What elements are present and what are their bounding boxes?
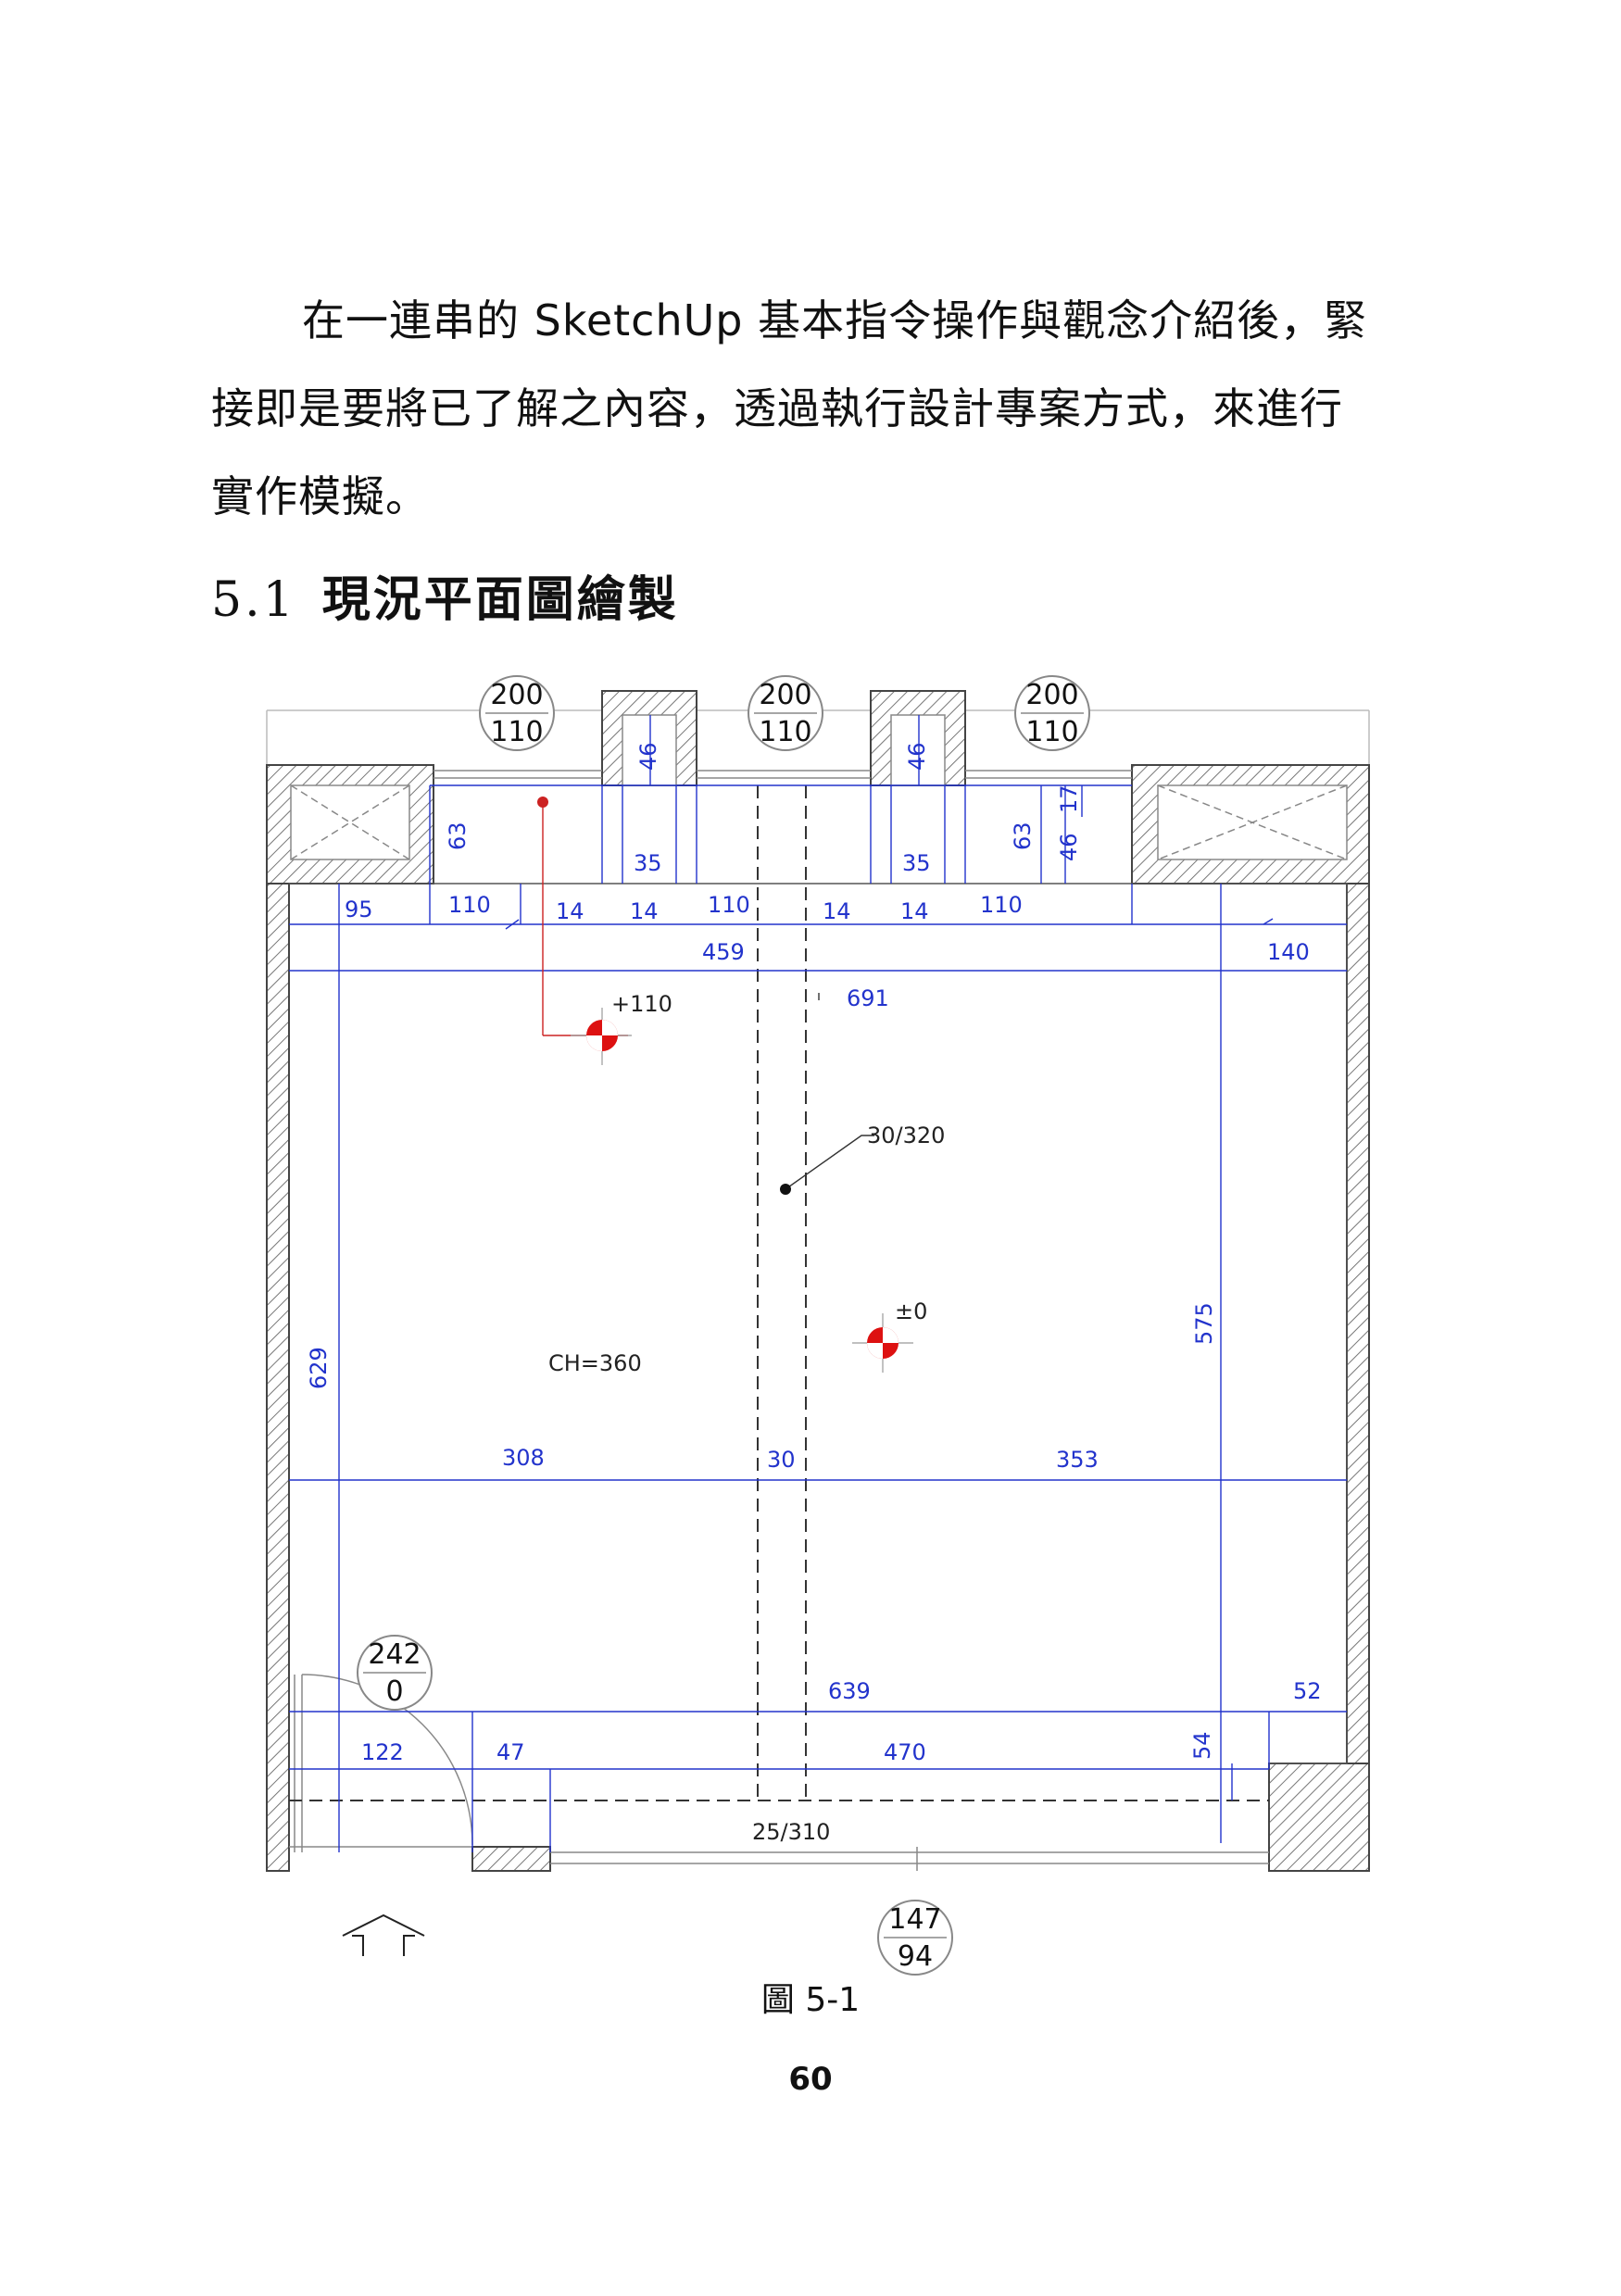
dimension-lines <box>289 715 1347 1852</box>
level-marker-0: ±0 <box>852 1299 927 1373</box>
duct-shafts <box>290 784 1348 860</box>
level-label-110: +110 <box>611 991 672 1017</box>
elevation-bubble-3: 200 110 <box>1014 675 1090 751</box>
dim-30: 30 <box>767 1447 796 1473</box>
section-number: 5.1 <box>211 572 296 628</box>
bubble-1-bottom: 110 <box>490 716 543 748</box>
dim-63-right: 63 <box>1010 822 1036 850</box>
bubble-3-top: 200 <box>1025 679 1078 711</box>
entry-arrow-icon <box>342 1913 425 1956</box>
windows-top <box>434 770 1132 779</box>
dim-110-a: 110 <box>448 892 491 918</box>
dim-14-a: 14 <box>556 898 584 924</box>
dim-14-c: 14 <box>823 898 851 924</box>
dim-46-right-wall: 46 <box>1056 833 1082 861</box>
bubble-4-bottom: 0 <box>385 1675 403 1708</box>
dim-140: 140 <box>1267 939 1310 965</box>
dim-17: 17 <box>1056 784 1082 813</box>
dim-54: 54 <box>1189 1731 1215 1760</box>
intro-line-3: 實作模擬。 <box>211 471 429 521</box>
dim-110-c: 110 <box>980 892 1023 918</box>
bubble-3-bottom: 110 <box>1025 716 1078 748</box>
dim-575: 575 <box>1191 1302 1217 1345</box>
beam-label-dot <box>780 1184 791 1195</box>
dim-110-b: 110 <box>708 892 750 918</box>
dim-35-right: 35 <box>902 850 931 876</box>
column-voids <box>622 714 946 786</box>
beam-label-30-320: 30/320 <box>867 1123 945 1148</box>
beam-label-25-310: 25/310 <box>752 1819 830 1845</box>
dim-14-d: 14 <box>900 898 929 924</box>
dim-46-left-column: 46 <box>635 742 661 771</box>
page-number: 60 <box>788 2061 833 2098</box>
dimension-labels: 46 46 63 63 17 46 35 35 95 110 14 14 110… <box>306 742 1322 1765</box>
dim-122: 122 <box>361 1739 404 1765</box>
bubble-1-top: 200 <box>490 679 543 711</box>
dim-353: 353 <box>1056 1447 1099 1473</box>
elevation-bubble-2: 200 110 <box>748 675 823 751</box>
ceiling-height-label: CH=360 <box>548 1350 642 1376</box>
section-heading: 5.1 現況平面圖繪製 <box>211 560 679 630</box>
level-marker-110: +110 <box>537 797 672 1065</box>
dim-52: 52 <box>1293 1678 1322 1704</box>
dim-95: 95 <box>345 897 373 922</box>
dim-629: 629 <box>306 1347 332 1389</box>
dim-470: 470 <box>884 1739 926 1765</box>
bubble-5-bottom: 94 <box>898 1940 933 1973</box>
window-bottom <box>550 1847 1269 1871</box>
room-outline <box>289 883 1348 1764</box>
beam-lines <box>289 785 1269 1801</box>
level-label-0: ±0 <box>895 1299 927 1324</box>
walls <box>266 690 1370 1872</box>
dim-46-right-column: 46 <box>904 742 930 771</box>
elevation-bubble-4: 242 0 <box>357 1635 433 1711</box>
dim-35-left: 35 <box>634 850 662 876</box>
leader-lines <box>785 993 874 1190</box>
elevation-bubble-1: 200 110 <box>479 675 555 751</box>
dim-63-left: 63 <box>445 822 471 850</box>
bubble-4-top: 242 <box>368 1638 421 1671</box>
bubble-5-top: 147 <box>888 1903 941 1936</box>
figure-caption: 圖 5-1 <box>760 1981 861 2019</box>
dim-47: 47 <box>496 1739 525 1765</box>
dim-459: 459 <box>702 939 745 965</box>
dim-14-b: 14 <box>630 898 659 924</box>
bubble-2-bottom: 110 <box>759 716 811 748</box>
elevation-bubble-5: 147 94 <box>877 1900 953 1976</box>
section-title: 現況平面圖繪製 <box>321 571 679 628</box>
dim-691: 691 <box>847 985 889 1011</box>
dim-639: 639 <box>828 1678 871 1704</box>
dim-308: 308 <box>502 1445 545 1471</box>
bubble-2-top: 200 <box>759 679 811 711</box>
intro-line-2: 接即是要將已了解之內容，透過執行設計專案方式，來進行 <box>211 383 1343 433</box>
intro-line-1: 在一連串的 SketchUp 基本指令操作與觀念介紹後，緊 <box>302 295 1368 345</box>
